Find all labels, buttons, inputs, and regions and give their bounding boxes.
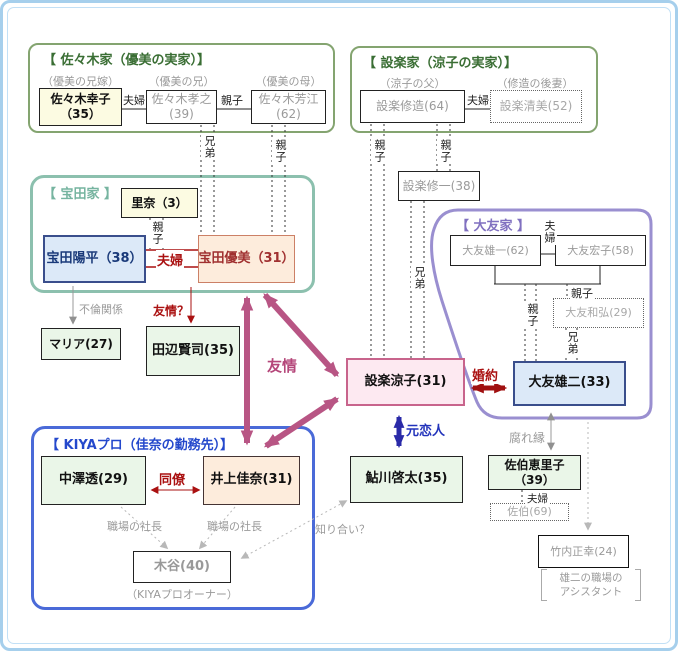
person-takeuchi-masayuki: 竹内正幸(24) xyxy=(538,535,629,568)
person-nakazawa-toru: 中澤透(29) xyxy=(41,456,146,505)
person-inoue-kana: 井上佳奈(31) xyxy=(203,456,300,505)
person-otomo-yuichi: 大友雄一(62) xyxy=(450,235,541,266)
label-engagement: 婚約 xyxy=(471,365,500,384)
person-otomo-yuji: 大友雄二(33) xyxy=(513,361,626,406)
label-fufu-takarada: 夫婦 xyxy=(156,250,185,269)
bracket-right xyxy=(635,569,641,602)
group-takarada-family: 【 宝田家 】 xyxy=(30,175,315,293)
person-maria: マリア(27) xyxy=(41,328,121,360)
note-yoshie-role: （優美の母） xyxy=(255,75,322,88)
label-affair: 不倫関係 xyxy=(79,303,123,316)
note-sachiko-role: （優美の兄嫁） xyxy=(42,75,119,88)
label-fufu-shitara: 夫婦 xyxy=(466,92,490,108)
label-ex-lover: 元恋人 xyxy=(406,424,446,439)
person-name: 宝田陽平（38） xyxy=(46,250,143,266)
label-kyodai-takayuki-yumi: 兄弟 xyxy=(201,134,217,160)
person-shitara-ryoko: 設楽涼子(31) xyxy=(346,358,465,406)
label-kusarien: 腐れ縁 xyxy=(509,431,546,445)
person-name: 佐々木幸子 xyxy=(50,92,111,106)
label-kyodai-shuichi-ryoko: 兄弟 xyxy=(411,265,427,291)
group-shitara-family: 【 設楽家（涼子の実家）】 xyxy=(350,46,598,133)
person-sasaki-yoshie: 佐々木芳江 (62) xyxy=(251,90,326,124)
person-name: 大友雄一(62) xyxy=(462,243,529,257)
label-oyako-rina: 親子 xyxy=(149,220,165,246)
label-oyako-sasaki: 親子 xyxy=(220,92,244,108)
group-sasaki-title: 【 佐々木家（優美の実家）】 xyxy=(43,53,211,68)
label-fufu-saeki: 夫婦 xyxy=(526,491,549,506)
person-age: （39） xyxy=(514,472,555,487)
person-name: 佐伯(69) xyxy=(507,505,552,519)
person-shitara-shuichi: 設楽修一(38) xyxy=(398,171,480,201)
person-takarada-yohei: 宝田陽平（38） xyxy=(43,235,146,283)
person-saeki-eriko: 佐伯恵里子 （39） xyxy=(488,455,581,490)
label-friendship-q: 友情？ xyxy=(153,304,190,318)
label-kyodai-kazuhiro-yuji: 兄弟 xyxy=(564,330,580,356)
person-age: (39) xyxy=(169,107,194,121)
person-shitara-shuzo: 設楽修造(64) xyxy=(360,90,465,123)
person-name: 大友和弘(29) xyxy=(565,306,632,320)
label-boss-1: 職場の社長 xyxy=(107,520,162,533)
person-name: 竹内正幸(24) xyxy=(550,544,617,558)
label-acquaintance: 知り合い？ xyxy=(315,523,370,536)
label-coworker: 同僚 xyxy=(159,473,186,488)
person-name: 設楽清美(52) xyxy=(499,99,573,113)
person-age: （35） xyxy=(60,107,101,121)
person-name: 鮎川啓太(35) xyxy=(365,471,448,487)
group-otomo-title: 【 大友家 】 xyxy=(456,219,531,234)
person-name: 田辺賢司(35) xyxy=(152,342,234,358)
person-name: 設楽涼子(31) xyxy=(364,373,447,389)
note-shuzo-role: （涼子の父） xyxy=(379,77,446,90)
person-name: 設楽修一(38) xyxy=(402,178,476,193)
person-name: マリア(27) xyxy=(49,336,113,351)
person-name: 井上佳奈(31) xyxy=(210,472,293,488)
person-name: 佐々木芳江 xyxy=(258,92,319,106)
label-friendship: 友情 xyxy=(267,357,298,375)
label-oyako-yuji: 親子 xyxy=(524,302,540,328)
note-kiya-owner: （KIYAプロオーナー） xyxy=(126,588,238,601)
note-kiyomi-role: （修造の後妻） xyxy=(496,77,574,90)
label-oyako-shuzo-shuichi: 親子 xyxy=(437,138,453,164)
note-line-2: アシスタント xyxy=(559,586,623,599)
person-kiya-owner: 木谷(40) xyxy=(133,551,231,583)
person-name: 大友宏子(58) xyxy=(567,243,634,257)
group-sasaki-family: 【 佐々木家（優美の実家）】 xyxy=(28,43,335,133)
person-name: 設楽修造(64) xyxy=(376,99,449,113)
person-otomo-hiroko: 大友宏子(58) xyxy=(555,235,646,266)
person-rina: 里奈（3） xyxy=(121,188,198,218)
person-takarada-yumi: 宝田優美（31） xyxy=(198,235,295,283)
label-oyako-yoshie-yumi: 親子 xyxy=(272,138,288,164)
label-boss-2: 職場の社長 xyxy=(207,520,262,533)
label-fufu-sasaki: 夫婦 xyxy=(122,92,146,108)
person-otomo-kazuhiro: 大友和弘(29) xyxy=(553,298,644,328)
person-name: 中澤透(29) xyxy=(59,472,128,488)
person-sasaki-takayuki: 佐々木孝之 (39) xyxy=(146,90,217,124)
label-oyako-shuzo-ryoko: 親子 xyxy=(371,138,387,164)
label-oyako-kazuhiro: 親子 xyxy=(570,285,594,301)
person-name: 佐々木孝之 xyxy=(151,92,212,106)
note-takeuchi-role: 雄二の職場の アシスタント xyxy=(541,569,641,602)
person-name: 木谷(40) xyxy=(154,558,210,574)
note-takayuki-role: （優美の兄） xyxy=(148,75,215,88)
group-kiya-title: 【 KIYAプロ（佳奈の勤務先）】 xyxy=(46,438,234,453)
person-ayukawa-keita: 鮎川啓太(35) xyxy=(350,456,463,503)
label-fufu-otomo: 夫婦 xyxy=(541,219,557,245)
person-tanabe-kenji: 田辺賢司(35) xyxy=(146,326,240,376)
person-name: 佐伯恵里子 xyxy=(504,457,565,472)
group-takarada-title: 【 宝田家 】 xyxy=(43,187,118,202)
bracket-left xyxy=(541,569,547,602)
person-shitara-kiyomi: 設楽清美(52) xyxy=(490,90,582,123)
person-name: 里奈（3） xyxy=(131,195,188,210)
person-name: 宝田優美（31） xyxy=(198,250,295,266)
person-name: 大友雄二(33) xyxy=(528,375,611,391)
note-line-1: 雄二の職場の xyxy=(559,572,623,584)
inner-frame-line xyxy=(7,7,671,644)
group-shitara-title: 【 設楽家（涼子の実家）】 xyxy=(363,56,518,71)
person-sasaki-sachiko: 佐々木幸子 （35） xyxy=(39,88,122,126)
person-age: (62) xyxy=(276,107,301,121)
